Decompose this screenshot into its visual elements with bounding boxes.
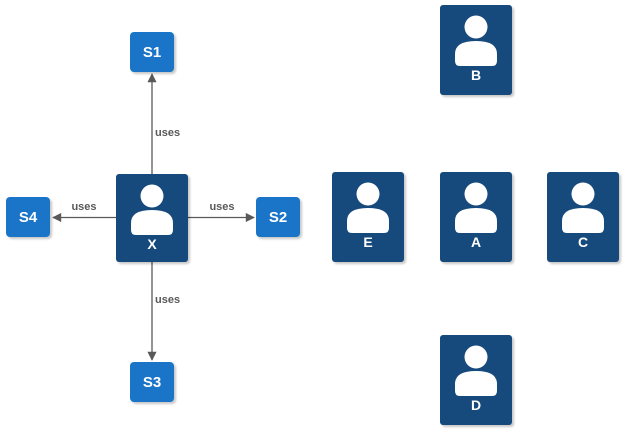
actor-node-x[interactable]: X bbox=[116, 174, 188, 262]
actor-node-c[interactable]: C bbox=[547, 172, 619, 262]
person-icon bbox=[455, 15, 497, 66]
actor-label: C bbox=[577, 234, 589, 250]
actor-node-a[interactable]: A bbox=[440, 172, 512, 262]
service-label: S3 bbox=[142, 373, 162, 391]
edge-label-x-s1: uses bbox=[155, 127, 181, 139]
edge-label-x-s2: uses bbox=[209, 201, 235, 213]
actor-label: X bbox=[147, 236, 157, 252]
service-label: S2 bbox=[268, 208, 288, 226]
edge-label-x-s3: uses bbox=[155, 294, 181, 306]
actor-label: D bbox=[470, 397, 482, 413]
service-label: S1 bbox=[142, 43, 162, 61]
actor-node-d[interactable]: D bbox=[440, 335, 512, 425]
person-icon bbox=[562, 182, 604, 233]
service-node-s3[interactable]: S3 bbox=[130, 362, 174, 402]
person-icon bbox=[455, 182, 497, 233]
actor-label: A bbox=[470, 234, 482, 250]
person-icon bbox=[455, 345, 497, 396]
actor-node-b[interactable]: B bbox=[440, 5, 512, 95]
actor-label: B bbox=[470, 67, 482, 83]
actor-label: E bbox=[363, 234, 373, 250]
service-node-s1[interactable]: S1 bbox=[130, 32, 174, 72]
person-icon bbox=[131, 184, 173, 235]
service-node-s4[interactable]: S4 bbox=[6, 197, 50, 237]
service-node-s2[interactable]: S2 bbox=[256, 197, 300, 237]
actor-node-e[interactable]: E bbox=[332, 172, 404, 262]
service-label: S4 bbox=[18, 208, 38, 226]
edge-label-x-s4: uses bbox=[71, 201, 97, 213]
person-icon bbox=[347, 182, 389, 233]
